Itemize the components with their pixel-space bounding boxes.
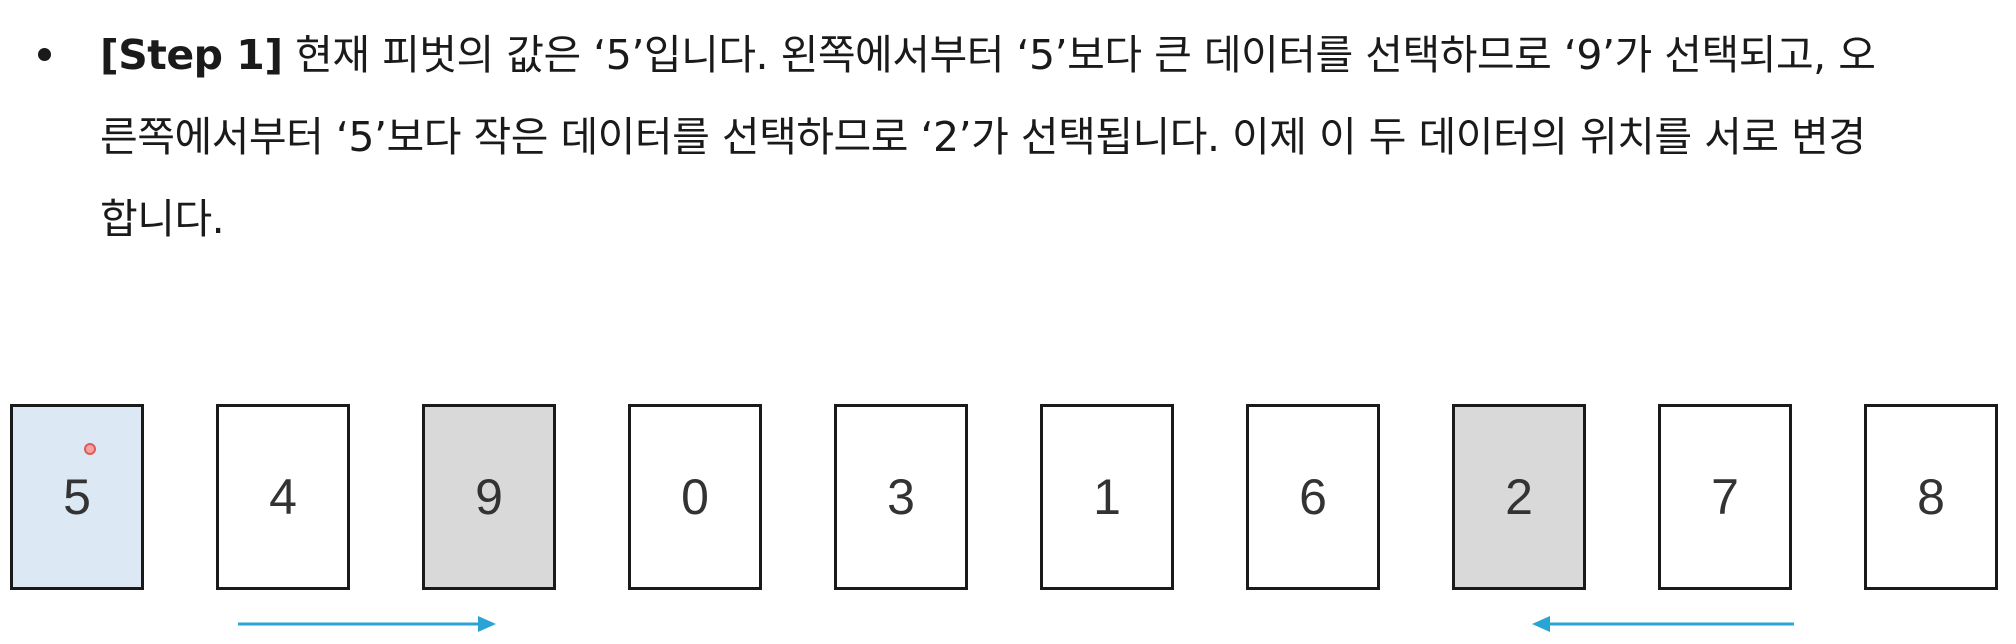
card-value: 1 xyxy=(1093,469,1121,525)
array-card: 3 xyxy=(834,404,968,590)
paragraph-text-1: 현재 피벗의 값은 ‘5’입니다. 왼쪽에서부터 ‘5’보다 큰 데이터를 선택… xyxy=(282,31,1876,79)
card-value: 7 xyxy=(1711,469,1739,525)
right-scan-arrow-icon xyxy=(236,612,498,636)
card-value: 0 xyxy=(681,469,709,525)
card-value: 3 xyxy=(887,469,915,525)
card-value: 2 xyxy=(1505,469,1533,525)
array-card-selected-left: 9 xyxy=(422,404,556,590)
left-scan-arrow-icon xyxy=(1530,612,1796,636)
paragraph-line-3: 합니다. xyxy=(100,195,225,243)
cursor-indicator-icon xyxy=(84,443,96,455)
data-array: 5 4 9 0 3 1 6 2 7 8 xyxy=(10,404,2006,594)
array-card: 6 xyxy=(1246,404,1380,590)
array-card-pivot: 5 xyxy=(10,404,144,590)
paragraph-line-1: [Step 1] 현재 피벗의 값은 ‘5’입니다. 왼쪽에서부터 ‘5’보다 … xyxy=(100,14,1980,96)
array-card: 7 xyxy=(1658,404,1792,590)
bullet-icon xyxy=(38,48,51,61)
card-value: 4 xyxy=(269,469,297,525)
card-value: 8 xyxy=(1917,469,1945,525)
array-card: 8 xyxy=(1864,404,1998,590)
card-value: 5 xyxy=(63,469,91,525)
paragraph-line-2: 른쪽에서부터 ‘5’보다 작은 데이터를 선택하므로 ‘2’가 선택됩니다. 이… xyxy=(100,113,1866,161)
array-card: 4 xyxy=(216,404,350,590)
array-card-selected-right: 2 xyxy=(1452,404,1586,590)
card-value: 9 xyxy=(475,469,503,525)
step-label: [Step 1] xyxy=(100,31,283,79)
array-card: 0 xyxy=(628,404,762,590)
card-value: 6 xyxy=(1299,469,1327,525)
array-card: 1 xyxy=(1040,404,1174,590)
step-paragraph: [Step 1] 현재 피벗의 값은 ‘5’입니다. 왼쪽에서부터 ‘5’보다 … xyxy=(100,14,1980,260)
